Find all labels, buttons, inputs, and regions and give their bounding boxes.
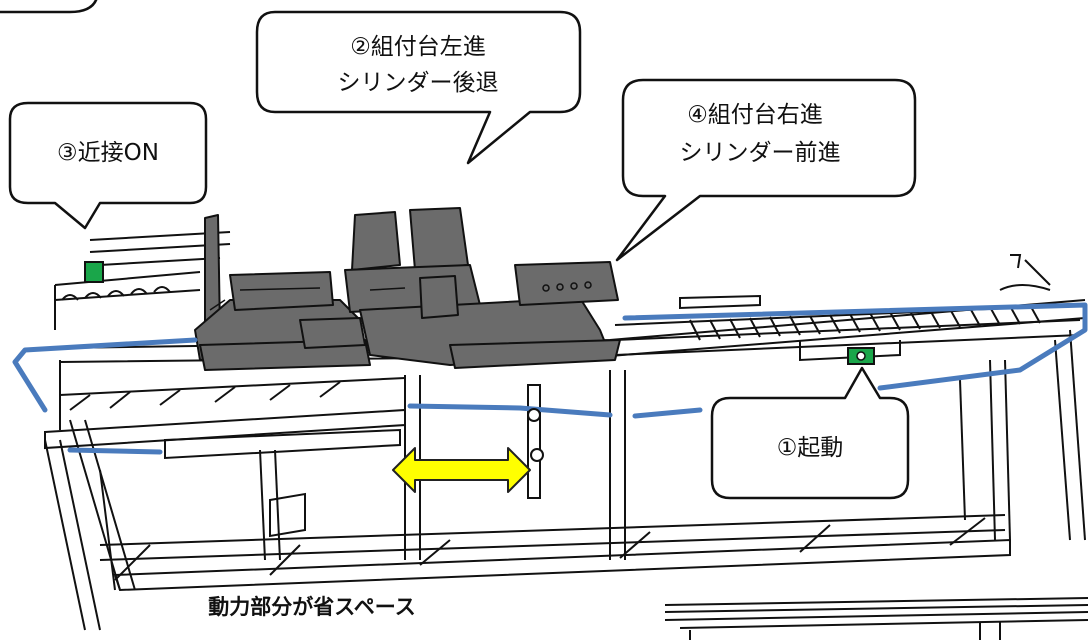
cylinder-joint-upper	[527, 408, 541, 422]
callout-step4-line2: シリンダー前進	[680, 140, 841, 166]
callout-step2-bubble	[255, 10, 582, 165]
cylinder-joint-lower	[530, 448, 544, 462]
callout-step2-line1: ②組付台左進	[350, 34, 486, 60]
proximity-sensor-icon	[84, 261, 104, 283]
callout-step4-bubble	[615, 78, 917, 262]
double-arrow-icon	[392, 447, 531, 493]
partial-bubble	[0, 0, 98, 14]
callout-step3-bubble	[8, 101, 208, 230]
callout-step3-text: ③近接ON	[57, 140, 159, 166]
callout-step1-text: ①起動	[777, 435, 844, 461]
motion-path	[12, 302, 1088, 455]
callout-step4-line1: ④組付台右進	[687, 102, 823, 128]
callout-step1-bubble	[710, 366, 910, 500]
caption: 動力部分が省スペース	[208, 595, 415, 619]
assembly-table-machine	[194, 207, 621, 371]
callout-step2-line2: シリンダー後退	[338, 70, 499, 96]
start-sensor-icon	[847, 347, 875, 365]
machine-details	[209, 281, 592, 311]
